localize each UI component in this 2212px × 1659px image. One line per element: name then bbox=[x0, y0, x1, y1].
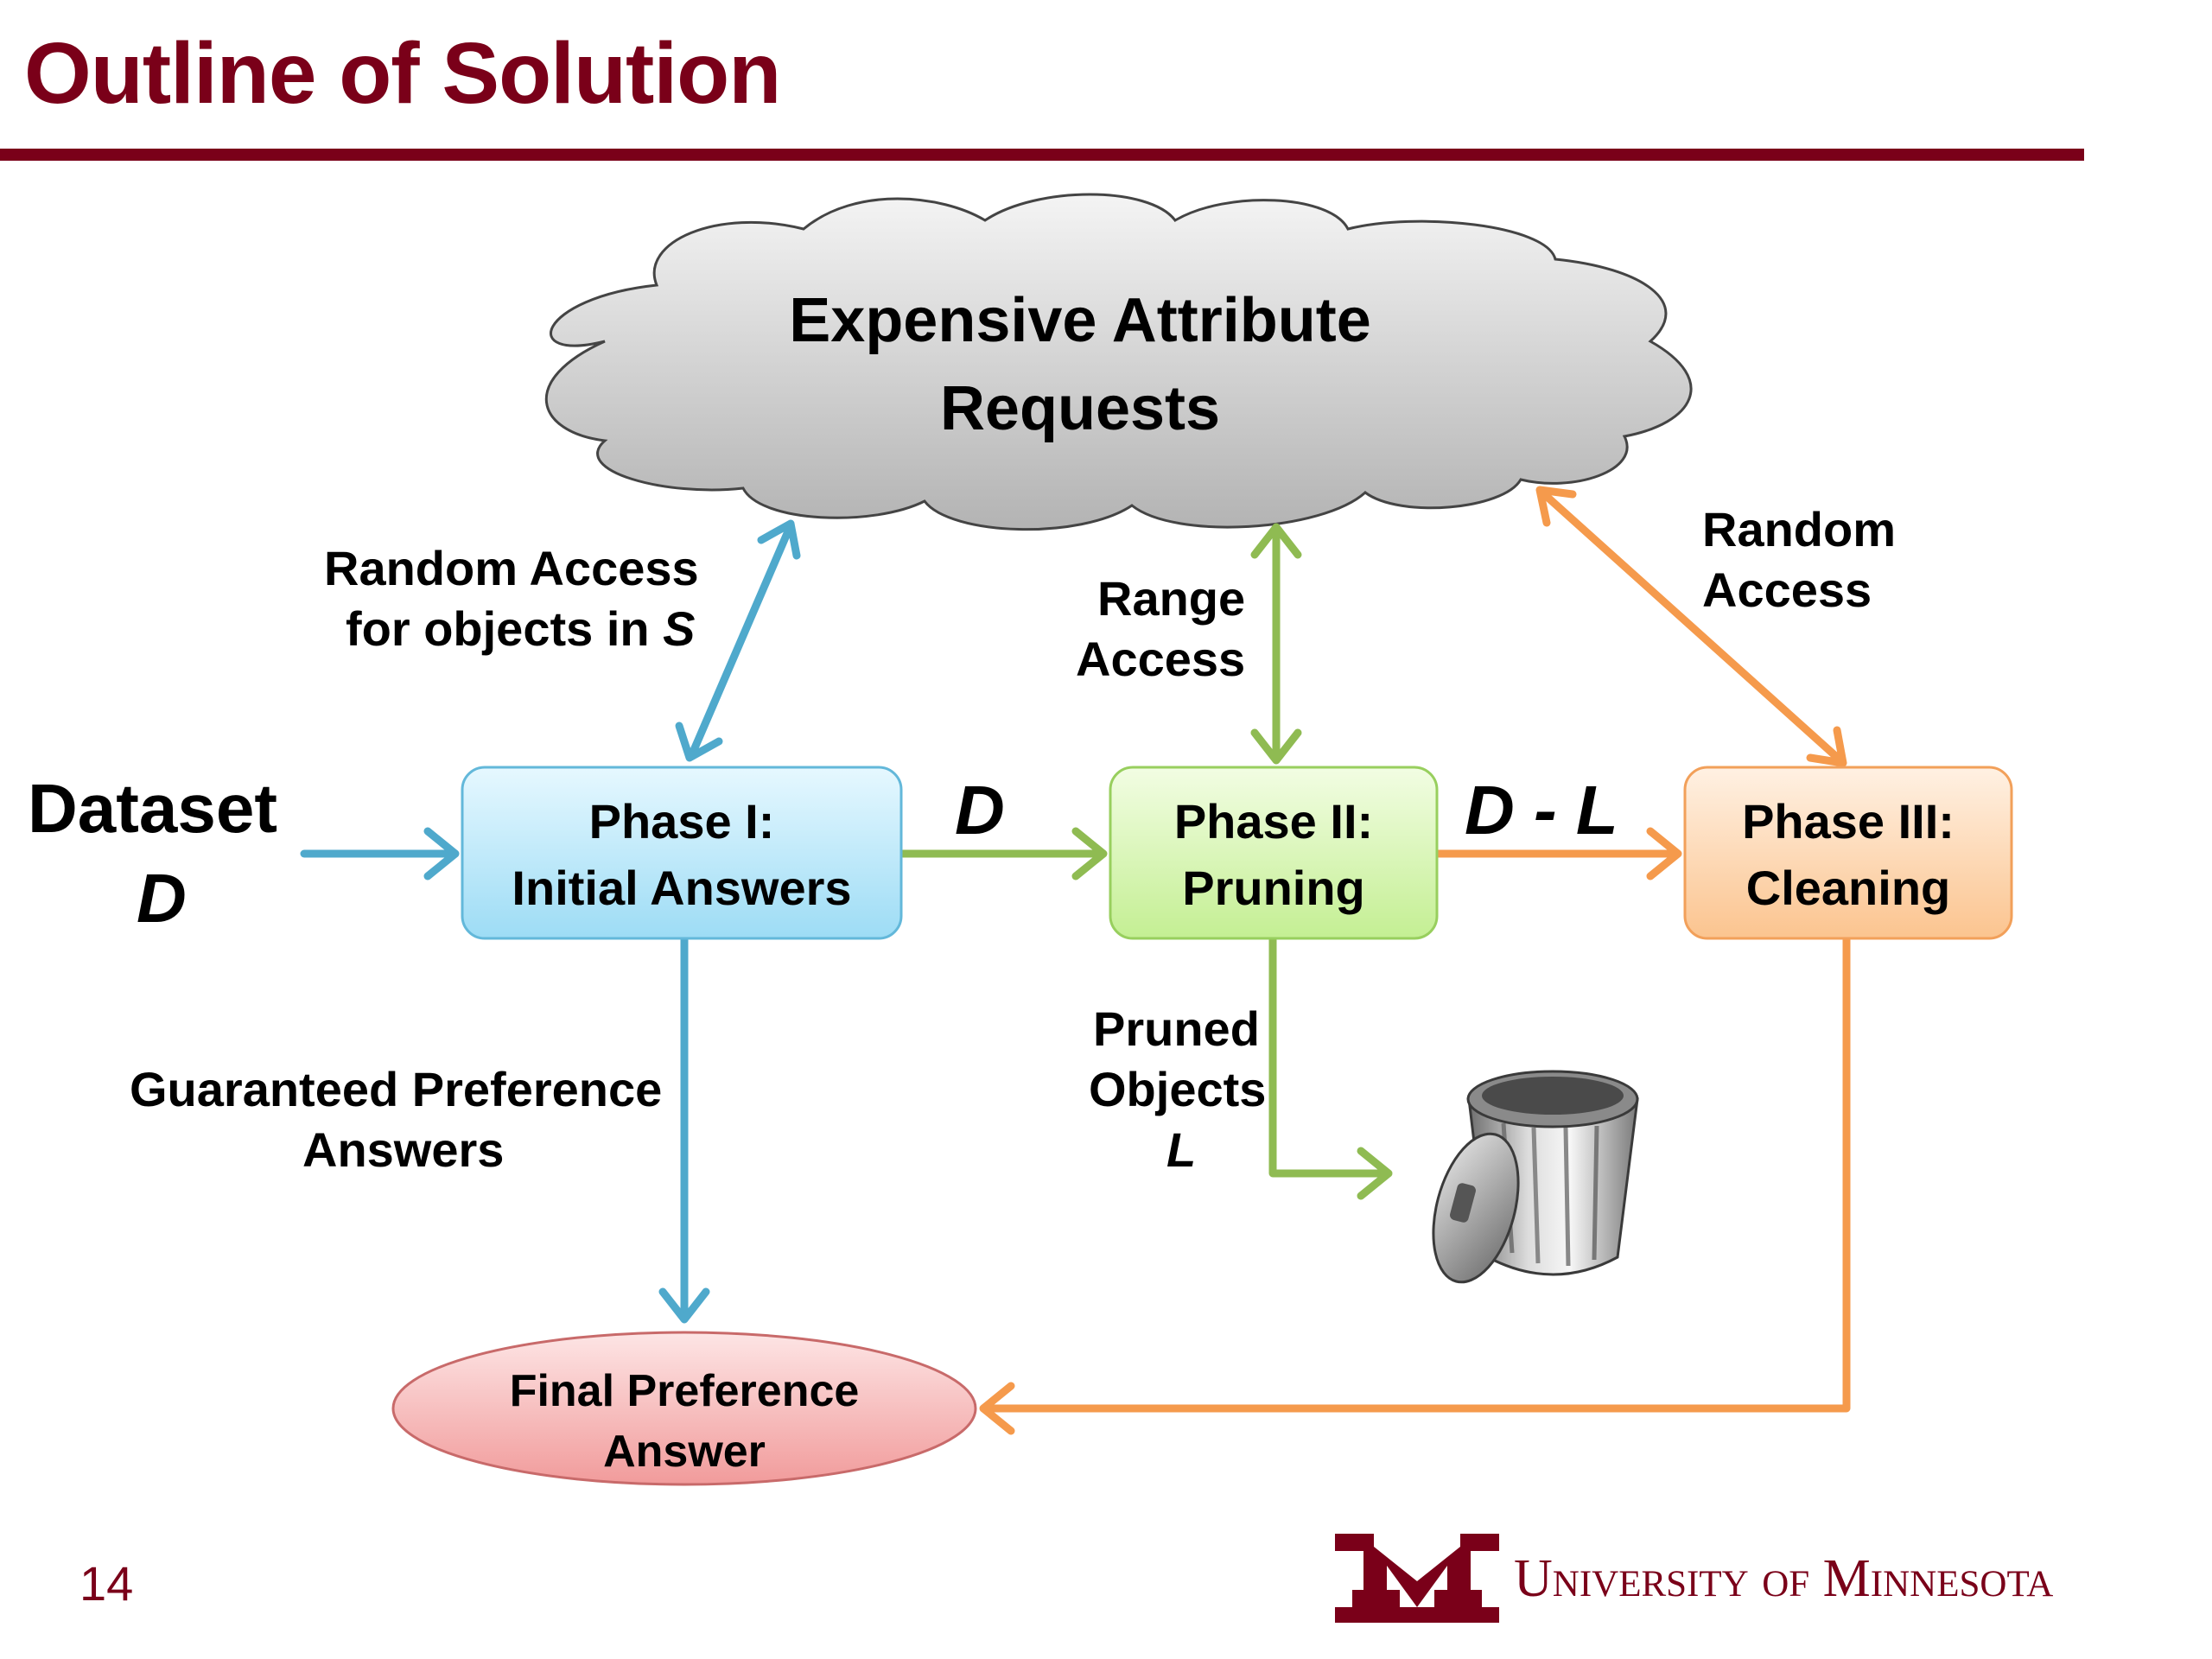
final-answer-line1: Final Preference bbox=[509, 1366, 860, 1416]
arrow-phase3-to-final bbox=[979, 936, 1851, 1435]
phase3-subtitle: Cleaning bbox=[1745, 861, 1951, 915]
guaranteed-line2: Answers bbox=[302, 1122, 505, 1177]
phase3-title: Phase III: bbox=[1742, 794, 1955, 849]
dataset-symbol: D bbox=[137, 860, 187, 937]
arrow-phase1-cloud bbox=[675, 519, 801, 762]
phase2-title: Phase II: bbox=[1173, 794, 1374, 849]
random-access-s-line1: Random Access bbox=[324, 541, 699, 595]
random-access-s-symbol: S bbox=[663, 601, 696, 656]
random-access-line2: Access bbox=[1702, 563, 1872, 617]
edge-label-d: D bbox=[955, 772, 1005, 849]
title-underline bbox=[0, 149, 2084, 161]
random-access-line1: Random bbox=[1702, 502, 1896, 556]
final-answer-ellipse bbox=[391, 1331, 977, 1486]
edge-label-d-minus-l: D - L bbox=[1465, 772, 1618, 849]
university-logo-mark bbox=[1335, 1534, 1499, 1623]
guaranteed-line1: Guaranteed Preference bbox=[130, 1062, 663, 1116]
phase1-box bbox=[461, 766, 903, 940]
range-access-line2: Access bbox=[1076, 632, 1246, 686]
dataset-label: Dataset bbox=[28, 770, 278, 847]
arrow-phase2-to-phase3 bbox=[1434, 827, 1682, 880]
pruned-line3: L bbox=[1166, 1122, 1197, 1177]
phase3-box bbox=[1683, 766, 2013, 940]
random-access-s-line2: for objects in S bbox=[346, 601, 696, 657]
arrow-phase2-cloud bbox=[1250, 523, 1302, 765]
cloud-label-line2: Requests bbox=[939, 374, 1221, 443]
arrow-dataset-to-phase1 bbox=[300, 827, 460, 880]
pruned-line2: Objects bbox=[1089, 1062, 1267, 1116]
phase2-box bbox=[1109, 766, 1439, 940]
page-number: 14 bbox=[79, 1556, 134, 1611]
arrow-phase3-cloud bbox=[1535, 486, 1847, 767]
arrow-phase2-to-trash bbox=[1268, 936, 1393, 1200]
pruned-line1: Pruned bbox=[1093, 1001, 1260, 1056]
trash-can-icon bbox=[1432, 1070, 1639, 1284]
random-access-s-prefix: for objects in bbox=[346, 601, 664, 656]
final-answer-line2: Answer bbox=[603, 1427, 766, 1477]
arrow-phase1-to-final bbox=[658, 936, 710, 1324]
cloud-label-line1: Expensive Attribute bbox=[789, 286, 1371, 355]
arrow-phase1-to-phase2 bbox=[899, 827, 1108, 880]
cloud-shape bbox=[545, 193, 1693, 531]
range-access-line1: Range bbox=[1097, 571, 1246, 626]
phase2-subtitle: Pruning bbox=[1182, 861, 1365, 915]
university-name: University of Minnesota bbox=[1514, 1549, 2054, 1608]
page-title: Outline of Solution bbox=[24, 25, 781, 122]
phase1-subtitle: Initial Answers bbox=[512, 861, 852, 915]
phase1-title: Phase I: bbox=[588, 794, 775, 849]
